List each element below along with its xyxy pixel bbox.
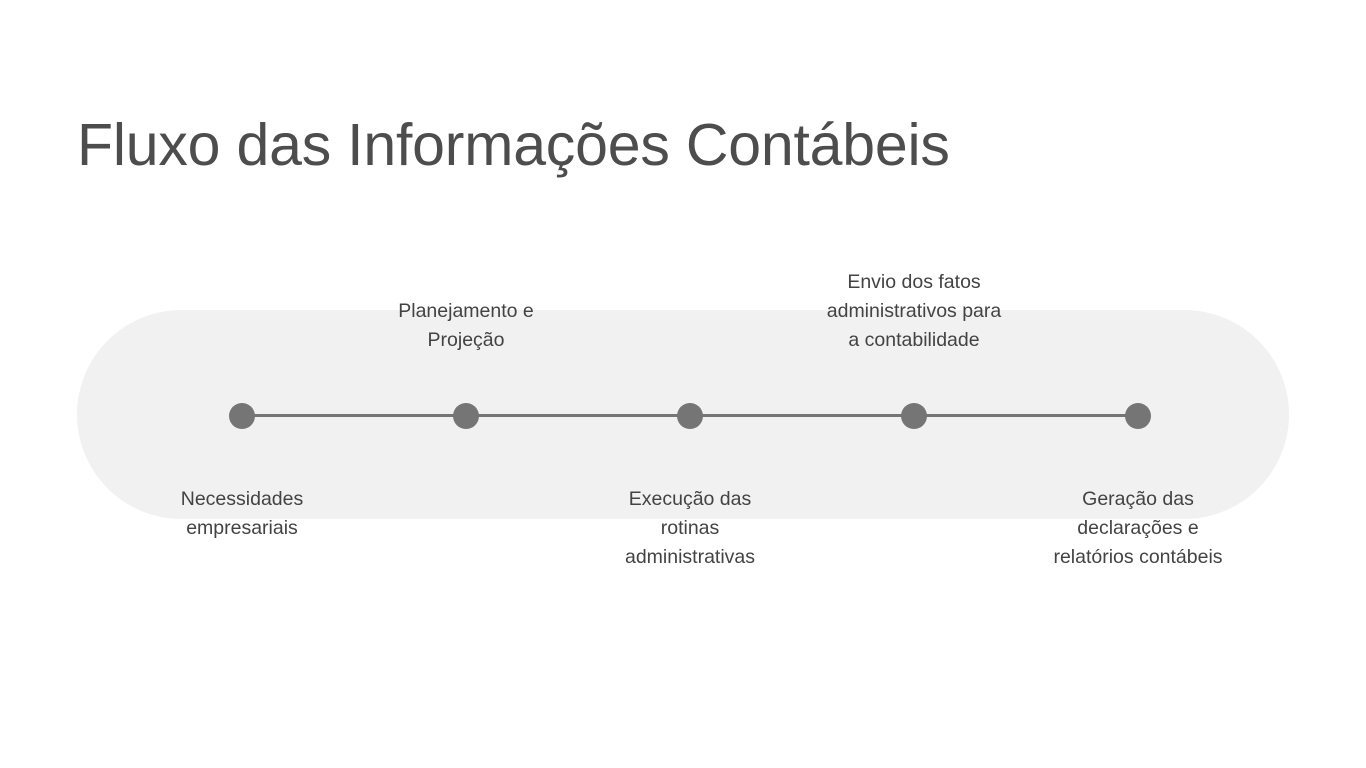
timeline-label-3: Execução das rotinas administrativas	[624, 488, 756, 568]
timeline-node-4[interactable]	[901, 403, 927, 429]
timeline-node-3[interactable]	[677, 403, 703, 429]
timeline-label-2: Planejamento e Projeção	[398, 300, 534, 351]
timeline-node-1[interactable]	[229, 403, 255, 429]
timeline-node-2[interactable]	[453, 403, 479, 429]
timeline-label-1: Necessidades empresariais	[180, 488, 304, 539]
timeline-label-5: Geração das declarações e relatórios con…	[1053, 488, 1223, 568]
timeline-label-4: Envio dos fatos administrativos para a c…	[826, 271, 1002, 351]
timeline-node-5[interactable]	[1125, 403, 1151, 429]
page-title: Fluxo das Informações Contábeis	[77, 111, 950, 178]
